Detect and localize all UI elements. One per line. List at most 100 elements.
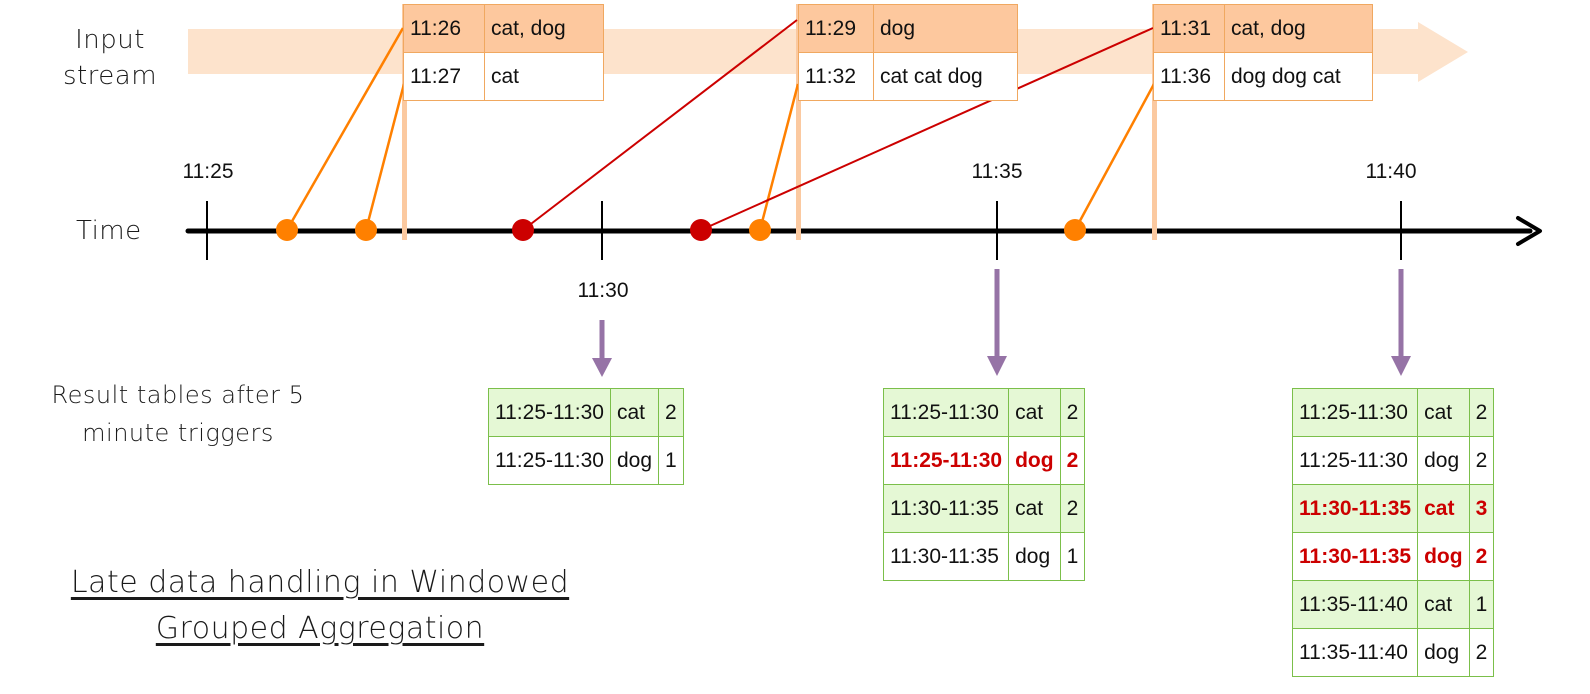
table-row: 11:25-11:30 dog 2	[1291, 436, 1495, 485]
window-cell: 11:25-11:30	[882, 436, 1010, 485]
event-row: 11:36 dog dog cat	[1153, 52, 1373, 101]
time-axis-arrowhead	[1516, 216, 1542, 246]
event-time: 11:26	[403, 4, 485, 53]
event-time: 11:29	[798, 4, 874, 53]
event-dot-1132	[749, 219, 771, 241]
window-cell: 11:30-11:35	[1291, 532, 1419, 581]
tick-label-1125: 11:25	[182, 160, 234, 183]
event-row: 11:29 dog	[798, 4, 1018, 53]
trigger-arrow-1130	[592, 320, 612, 377]
processing-marker-2	[796, 4, 801, 240]
event-dot-1126	[276, 219, 298, 241]
event-table-3: 11:31 cat, dog 11:36 dog dog cat	[1153, 4, 1373, 101]
word-cell: dog	[1417, 532, 1470, 581]
word-cell: cat	[1417, 388, 1470, 437]
window-cell: 11:25-11:30	[488, 388, 611, 437]
window-cell: 11:35-11:40	[1291, 580, 1419, 629]
word-cell: cat	[1008, 484, 1061, 533]
tick-label-1130: 11:30	[577, 279, 629, 302]
diagram-title: Late data handling in Windowed Grouped A…	[40, 560, 600, 652]
connector-1136	[1073, 83, 1156, 231]
count-cell: 2	[1468, 388, 1495, 437]
window-cell: 11:25-11:30	[488, 436, 611, 485]
result-table-1135: 11:25-11:30 cat 2 11:25-11:30 dog 2 11:3…	[882, 388, 1086, 581]
diagram-title-line2: Grouped Aggregation	[155, 611, 485, 646]
event-row: 11:26 cat, dog	[403, 4, 604, 53]
event-row: 11:27 cat	[403, 52, 604, 101]
count-cell: 2	[1468, 628, 1495, 677]
event-words: cat cat dog	[873, 52, 1018, 101]
window-cell: 11:30-11:35	[882, 532, 1010, 581]
window-cell: 11:30-11:35	[1291, 484, 1419, 533]
event-words: dog dog cat	[1224, 52, 1373, 101]
trigger-arrow-1135	[987, 269, 1007, 376]
connector-1126	[285, 27, 405, 231]
word-cell: dog	[1417, 436, 1470, 485]
window-cell: 11:35-11:40	[1291, 628, 1419, 677]
count-cell: 2	[1468, 436, 1495, 485]
result-tables-label-line2: minute triggers	[82, 419, 274, 447]
window-cell: 11:25-11:30	[1291, 436, 1419, 485]
connector-1129	[522, 19, 798, 231]
event-time: 11:32	[798, 52, 874, 101]
input-stream-label-line1: Input	[75, 25, 145, 55]
connector-1127	[364, 83, 406, 231]
count-cell: 1	[1468, 580, 1495, 629]
event-words: cat	[484, 52, 604, 101]
tick-label-1135: 11:35	[971, 160, 1023, 183]
count-cell: 2	[1059, 484, 1086, 533]
word-cell: dog	[609, 436, 660, 485]
event-table-1: 11:26 cat, dog 11:27 cat	[403, 4, 604, 101]
result-tables-label-line1: Result tables after 5	[51, 381, 305, 409]
count-cell: 2	[1468, 532, 1495, 581]
result-table-1140: 11:25-11:30 cat 2 11:25-11:30 dog 2 11:3…	[1291, 388, 1495, 677]
event-row: 11:32 cat cat dog	[798, 52, 1018, 101]
table-row: 11:25-11:30 cat 2	[882, 388, 1086, 437]
table-row: 11:35-11:40 cat 1	[1291, 580, 1495, 629]
table-row: 11:25-11:30 cat 2	[488, 388, 684, 437]
diagram-title-line1: Late data handling in Windowed	[70, 565, 570, 600]
connector-1132	[758, 83, 800, 231]
count-cell: 1	[1059, 532, 1086, 581]
event-time: 11:31	[1153, 4, 1225, 53]
late-event-dot-1131	[690, 219, 712, 241]
count-cell: 2	[1059, 436, 1086, 485]
table-row-updated: 11:25-11:30 dog 2	[882, 436, 1086, 485]
count-cell: 3	[1468, 484, 1495, 533]
word-cell: cat	[1008, 388, 1061, 437]
word-cell: cat	[1417, 484, 1470, 533]
event-time: 11:36	[1153, 52, 1225, 101]
event-words: cat, dog	[1224, 4, 1373, 53]
word-cell: cat	[1417, 580, 1470, 629]
table-row: 11:30-11:35 dog 1	[882, 532, 1086, 581]
count-cell: 2	[658, 388, 684, 437]
event-dot-1127	[355, 219, 377, 241]
event-words: cat, dog	[484, 4, 604, 53]
table-row: 11:25-11:30 cat 2	[1291, 388, 1495, 437]
result-tables-label: Result tables after 5 minute triggers	[8, 376, 348, 452]
count-cell: 2	[1059, 388, 1086, 437]
event-time: 11:27	[403, 52, 485, 101]
time-label: Time	[76, 216, 142, 246]
word-cell: dog	[1008, 436, 1061, 485]
table-row: 11:30-11:35 cat 2	[882, 484, 1086, 533]
result-table-1130: 11:25-11:30 cat 2 11:25-11:30 dog 1	[488, 388, 684, 485]
input-stream-label-line2: stream	[62, 61, 158, 91]
table-row: 11:25-11:30 dog 1	[488, 436, 684, 485]
word-cell: cat	[609, 388, 660, 437]
word-cell: dog	[1417, 628, 1470, 677]
trigger-arrow-1140	[1391, 269, 1411, 376]
late-event-dot-1129	[512, 219, 534, 241]
window-cell: 11:30-11:35	[882, 484, 1010, 533]
event-dot-1136	[1064, 219, 1086, 241]
event-words: dog	[873, 4, 1018, 53]
event-row: 11:31 cat, dog	[1153, 4, 1373, 53]
table-row: 11:35-11:40 dog 2	[1291, 628, 1495, 677]
tick-label-1140: 11:40	[1365, 160, 1417, 183]
connector-1131	[700, 27, 1154, 231]
table-row-updated: 11:30-11:35 cat 3	[1291, 484, 1495, 533]
count-cell: 1	[658, 436, 684, 485]
processing-marker-1	[402, 4, 407, 240]
table-row-updated: 11:30-11:35 dog 2	[1291, 532, 1495, 581]
word-cell: dog	[1008, 532, 1061, 581]
